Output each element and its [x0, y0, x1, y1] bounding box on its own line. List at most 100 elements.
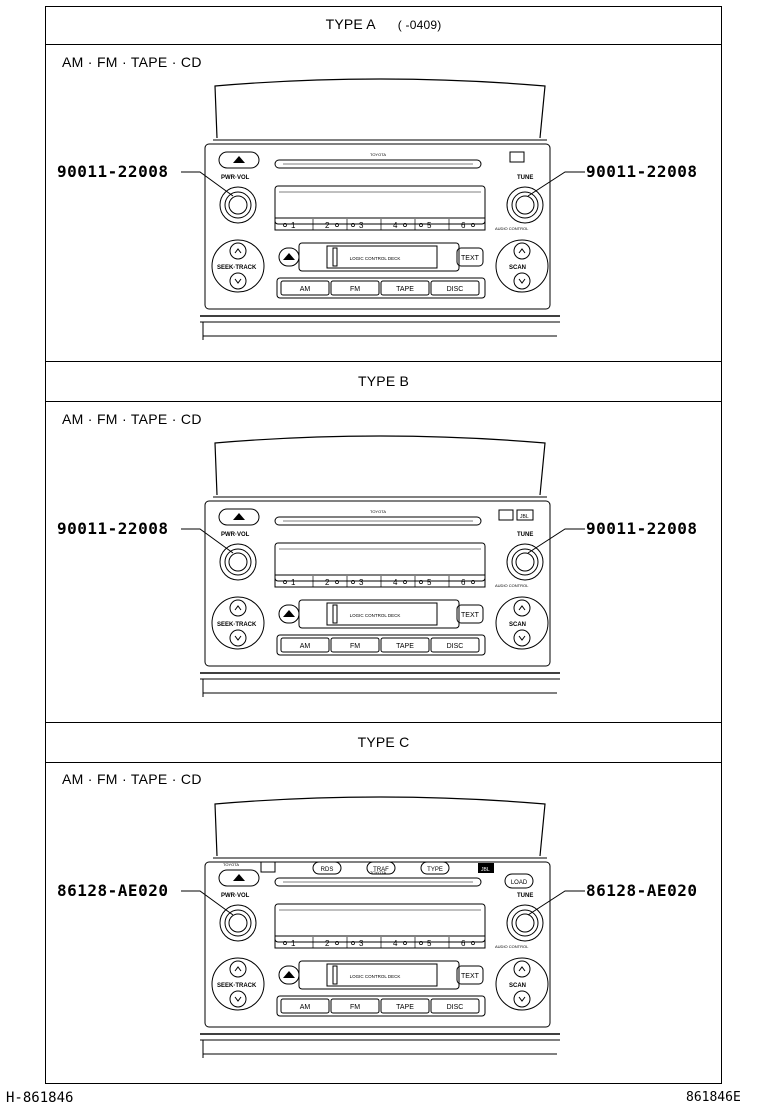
scan-rocker-up — [513, 599, 531, 617]
deck-housing — [298, 599, 460, 629]
seek-track-rocker — [211, 239, 265, 293]
footer-right-code: 861846E — [686, 1090, 741, 1105]
load-button — [504, 873, 534, 889]
band-label-tape: TAPE — [396, 286, 414, 293]
preset-label-4: 4 — [393, 578, 398, 587]
scan-label: SCAN — [509, 265, 526, 271]
type-b-title: TYPE B — [358, 373, 409, 389]
footer-left-code: H-861846 — [6, 1090, 74, 1106]
preset-label-3: 3 — [359, 578, 364, 587]
diagram-frame — [45, 6, 722, 1084]
preset-dot — [335, 941, 339, 945]
chevron-down-icon — [234, 635, 242, 641]
rds-label: RDS — [321, 867, 334, 873]
eject-icon — [233, 513, 245, 520]
seek-track-label: SEEK·TRACK — [217, 983, 257, 989]
preset-dot — [471, 223, 475, 227]
scan-rocker-up — [513, 242, 531, 260]
preset-dot — [403, 941, 407, 945]
band-button-tape — [380, 637, 430, 653]
text-button — [456, 247, 484, 267]
tune-label: TUNE — [517, 893, 533, 899]
band-label-disc: DISC — [447, 286, 464, 293]
seek-track-rocker-down — [229, 272, 247, 290]
display-window — [274, 542, 486, 582]
band-label-tape: TAPE — [396, 1004, 414, 1011]
chevron-down-icon — [518, 278, 526, 284]
type-button — [420, 861, 450, 875]
scan-rocker-down — [513, 990, 531, 1008]
band-button-fm — [330, 637, 380, 653]
deck-marker — [332, 965, 338, 985]
deck-label: LOGIC CONTROL DECK — [350, 256, 401, 261]
display-window — [274, 903, 486, 943]
chevron-up-icon — [518, 966, 526, 972]
chevron-up-icon — [518, 248, 526, 254]
pwr-vol-knob-cap — [228, 552, 248, 572]
preset-dot — [283, 580, 287, 584]
cd-slot — [274, 516, 482, 526]
seek-track-rocker-up — [229, 960, 247, 978]
pwr-vol-knob — [219, 904, 257, 942]
preset-dot — [419, 941, 423, 945]
tune-knob — [506, 186, 544, 224]
tune-knob-cap — [515, 552, 535, 572]
deck-marker — [332, 247, 338, 267]
band-label-disc: DISC — [447, 1004, 464, 1011]
band-button-bar — [276, 277, 486, 299]
pwr-vol-knob — [219, 543, 257, 581]
brand-label-c: TOYOTA — [223, 862, 239, 867]
preset-label-5: 5 — [427, 221, 432, 230]
pwr-vol-label: PWR·VOL — [221, 175, 250, 181]
audio-control-label: AUDIO CONTROL — [495, 226, 529, 231]
band-label-tape: TAPE — [396, 643, 414, 650]
scan-label: SCAN — [509, 983, 526, 989]
cd-slot — [274, 877, 482, 887]
jbl-badge — [478, 863, 494, 873]
chevron-down-icon — [518, 996, 526, 1002]
tune-knob-ring — [511, 548, 539, 576]
preset-label-2: 2 — [325, 221, 330, 230]
preset-strip — [274, 217, 486, 231]
deck-housing — [298, 242, 460, 272]
text-button — [456, 604, 484, 624]
deck-housing — [298, 960, 460, 990]
seek-track-rocker-up — [229, 242, 247, 260]
tape-eject-icon — [283, 253, 295, 260]
scan-rocker-down — [513, 629, 531, 647]
preset-label-1: 1 — [291, 221, 296, 230]
type-a-part-right: 90011-22008 — [586, 162, 698, 181]
type-a-header: TYPE A( -0409) — [45, 16, 722, 32]
type-b-header: TYPE B — [45, 373, 722, 389]
preset-dot — [419, 580, 423, 584]
preset-label-4: 4 — [393, 939, 398, 948]
tune-knob-ring — [511, 191, 539, 219]
traf-label: TRAF — [373, 867, 389, 873]
seek-track-rocker — [211, 957, 265, 1011]
jbl-label: JBL — [520, 514, 529, 520]
type-b-part-right: 90011-22008 — [586, 519, 698, 538]
preset-dot — [351, 941, 355, 945]
seek-track-rocker-up — [229, 599, 247, 617]
band-button-disc — [430, 280, 480, 296]
type-b-part-left: 90011-22008 — [57, 519, 169, 538]
band-button-am — [280, 637, 330, 653]
type-c-part-left: 86128-AE020 — [57, 881, 169, 900]
logo-mark — [498, 509, 514, 521]
preset-label-5: 5 — [427, 939, 432, 948]
scan-rocker — [495, 239, 549, 293]
chevron-up-icon — [234, 966, 242, 972]
jbl-badge — [516, 509, 534, 521]
type-a-media: AM · FM · TAPE · CD — [62, 54, 202, 70]
pwr-vol-knob-ring — [224, 909, 252, 937]
chevron-up-icon — [234, 248, 242, 254]
band-button-tape — [380, 998, 430, 1014]
band-label-am: AM — [300, 1004, 311, 1011]
unit-hood — [214, 78, 546, 139]
text-button — [456, 965, 484, 985]
pwr-vol-label: PWR·VOL — [221, 532, 250, 538]
deck-marker — [332, 604, 338, 624]
eject-button — [218, 869, 260, 887]
preset-strip — [274, 935, 486, 949]
